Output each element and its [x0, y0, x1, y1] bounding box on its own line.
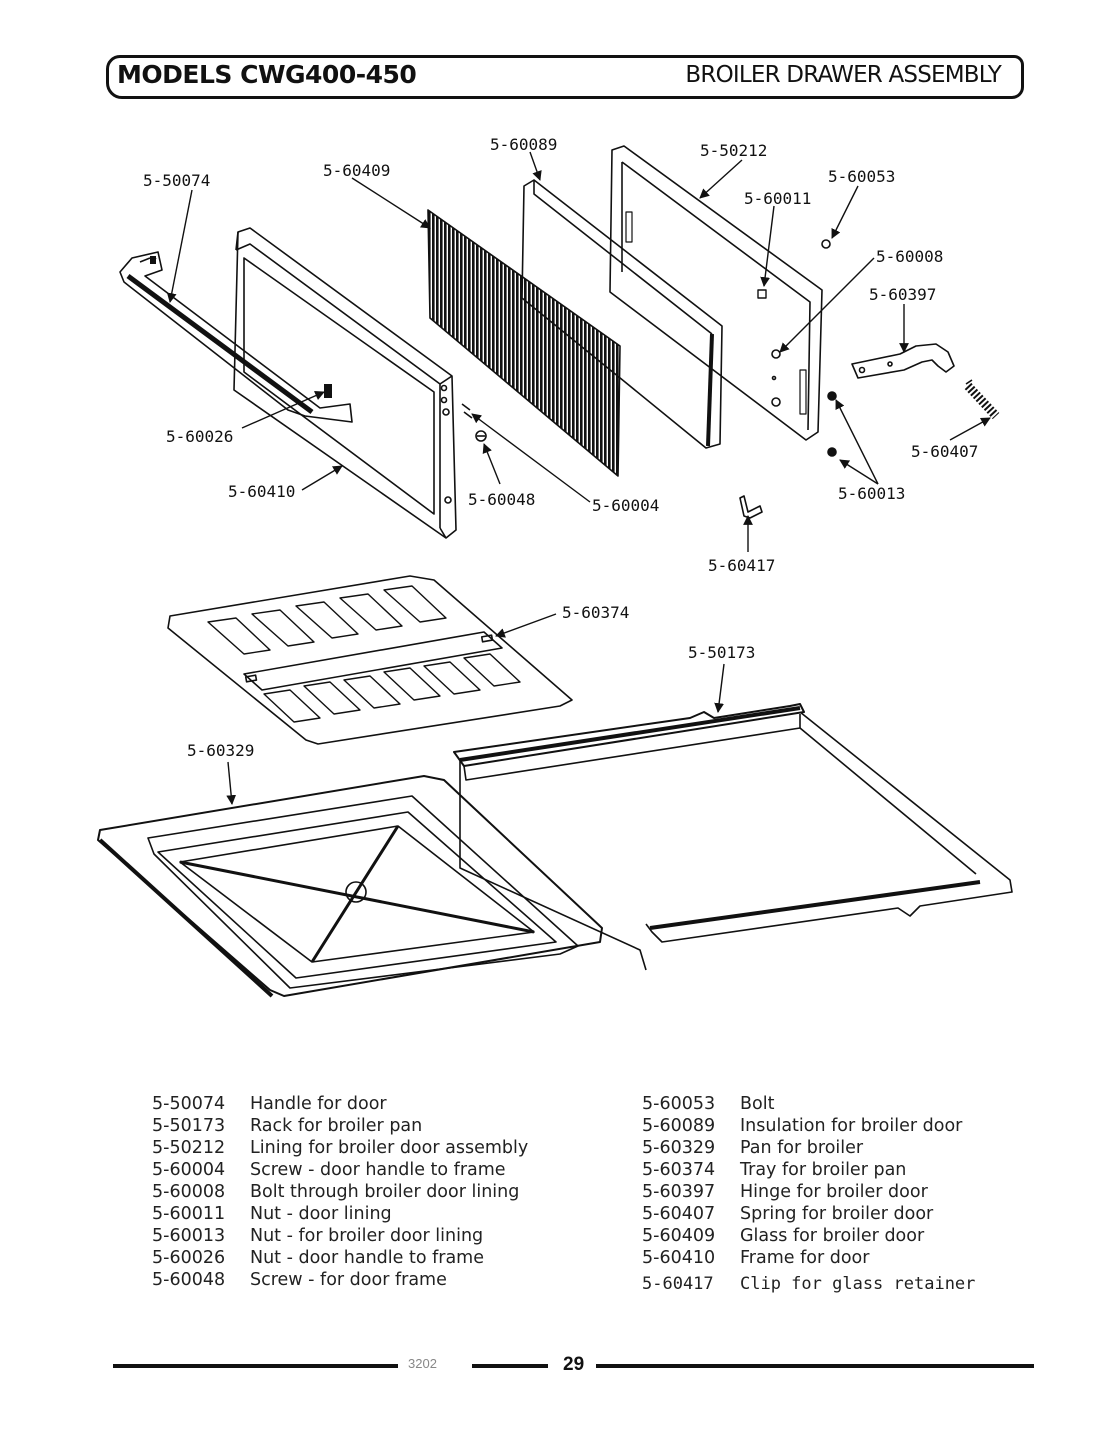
callout-60026: 5-60026: [166, 427, 233, 446]
callout-60329: 5-60329: [187, 741, 254, 760]
part-description: Spring for broiler door: [740, 1204, 934, 1224]
part-number: 5-60008: [152, 1182, 226, 1202]
part-number: 5-60397: [642, 1182, 716, 1202]
header-box: MODELS CWG400-450 BROILER DRAWER ASSEMBL…: [106, 55, 1024, 99]
part-number: 5-60048: [152, 1270, 226, 1290]
part-description: Rack for broiler pan: [250, 1116, 423, 1136]
callout-60053: 5-60053: [828, 167, 895, 186]
part-number: 5-50074: [152, 1094, 226, 1114]
bolt-60053-part: [821, 239, 831, 249]
part-number: 5-60026: [152, 1248, 226, 1268]
callout-60374: 5-60374: [562, 603, 629, 622]
part-description: Bolt through broiler door lining: [250, 1182, 520, 1202]
parts-legend-left: 5-50074 Handle for door 5-50173 Rack for b…: [152, 1094, 612, 1294]
part-description: Lining for broiler door assembly: [250, 1138, 529, 1158]
callout-60407: 5-60407: [911, 442, 978, 461]
part-number: 5-60013: [152, 1226, 226, 1246]
part-number: 5-60417: [642, 1274, 714, 1294]
callout-60397: 5-60397: [869, 285, 936, 304]
part-description: Clip for glass retainer: [740, 1274, 976, 1294]
part-description: Frame for door: [740, 1248, 870, 1268]
model-title: MODELS CWG400-450: [117, 60, 417, 89]
door-spring-part: [964, 379, 1000, 420]
door-handle-part: [119, 251, 353, 423]
callout-60417: 5-60417: [708, 556, 775, 575]
part-number: 5-60053: [642, 1094, 716, 1114]
callout-60013: 5-60013: [838, 484, 905, 503]
callout-60409: 5-60409: [323, 161, 390, 180]
callout-60008: 5-60008: [876, 247, 943, 266]
part-number: 5-60374: [642, 1160, 716, 1180]
part-description: Hinge for broiler door: [740, 1182, 928, 1202]
door-lining-part: [609, 145, 823, 441]
part-number: 5-60409: [642, 1226, 716, 1246]
callout-60089: 5-60089: [490, 135, 557, 154]
footer-rule-right: [596, 1364, 1034, 1368]
part-description: Nut - door handle to frame: [250, 1248, 484, 1268]
door-hinge-part: [851, 343, 955, 379]
glass-clip-part: [739, 495, 763, 519]
part-number: 5-60089: [642, 1116, 716, 1136]
broiler-tray-part: [167, 575, 573, 745]
nut-60013-part: [827, 391, 837, 457]
footer-rule-left: [113, 1364, 398, 1368]
broiler-rack-part: [453, 703, 1013, 971]
callout-60410: 5-60410: [228, 482, 295, 501]
callout-50212: 5-50212: [700, 141, 767, 160]
page-number: 29: [563, 1354, 585, 1375]
part-number: 5-60410: [642, 1248, 716, 1268]
part-description: Tray for broiler pan: [740, 1160, 907, 1180]
part-number: 5-60004: [152, 1160, 226, 1180]
part-number: 5-60407: [642, 1204, 716, 1224]
screw-60048-part: [475, 430, 487, 442]
leader-lines: [166, 151, 991, 805]
callout-50074: 5-50074: [143, 171, 210, 190]
part-description: Bolt: [740, 1094, 775, 1114]
callout-60011: 5-60011: [744, 189, 811, 208]
part-number: 5-50173: [152, 1116, 226, 1136]
part-description: Glass for broiler door: [740, 1226, 925, 1246]
part-number: 5-50212: [152, 1138, 226, 1158]
footer-rule-middle: [472, 1364, 548, 1368]
part-description: Nut - door lining: [250, 1204, 392, 1224]
part-description: Handle for door: [250, 1094, 387, 1114]
footer-code: 3202: [408, 1356, 437, 1371]
nut-60026-part: [324, 384, 332, 398]
part-description: Screw - for door frame: [250, 1270, 447, 1290]
part-number: 5-60011: [152, 1204, 226, 1224]
callout-60004: 5-60004: [592, 496, 659, 515]
door-glass-part: [427, 209, 621, 477]
broiler-pan-part: [97, 775, 603, 998]
screw-60004-part: [461, 403, 473, 419]
callout-60048: 5-60048: [468, 490, 535, 509]
part-description: Pan for broiler: [740, 1138, 864, 1158]
part-description: Nut - for broiler door lining: [250, 1226, 484, 1246]
assembly-title: BROILER DRAWER ASSEMBLY: [685, 62, 1001, 88]
parts-legend-right: 5-60053 Bolt 5-60089 Insulation for broile…: [642, 1094, 1062, 1304]
door-frame-part: [233, 227, 457, 539]
part-number: 5-60329: [642, 1138, 716, 1158]
part-description: Insulation for broiler door: [740, 1116, 963, 1136]
callout-50173: 5-50173: [688, 643, 755, 662]
part-description: Screw - door handle to frame: [250, 1160, 506, 1180]
